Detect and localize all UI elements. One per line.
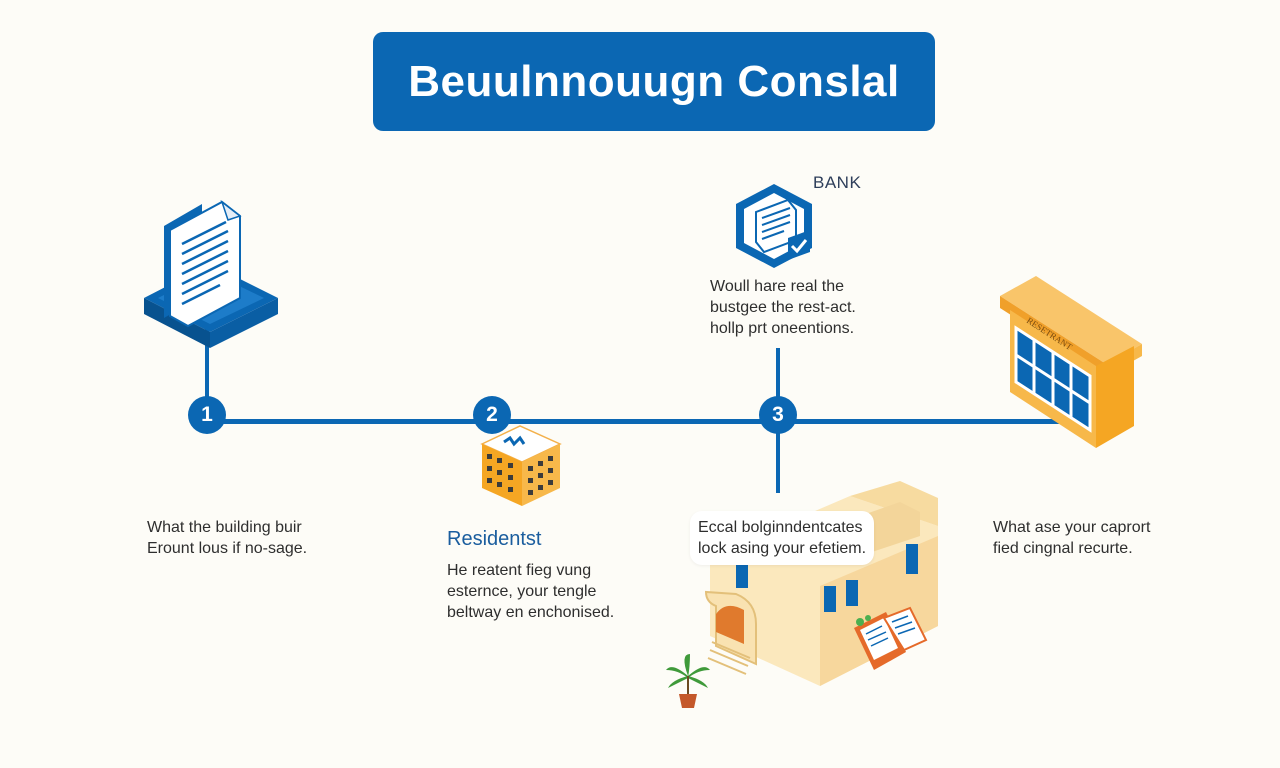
timeline-line	[205, 419, 1060, 424]
step-3-line-1: Eccal bolginndentcates	[698, 519, 863, 536]
step-3-description: Eccal bolginndentcates lock asing your e…	[690, 511, 875, 565]
step-3-marker: 3	[759, 396, 797, 434]
step-1-line-2: Erount lous if no-sage.	[147, 540, 308, 557]
step-3-top-description: Woull hare real the bustgee the rest-act…	[710, 276, 856, 339]
step-4-line-1: What ase your caprort	[993, 519, 1151, 536]
residence-building-icon	[478, 418, 564, 508]
title-banner: Beuulnnouugn Conslal	[373, 32, 935, 131]
step-3-top-line-2: bustgee the rest-act.	[710, 299, 856, 316]
step-2-heading: Residentst	[447, 528, 542, 550]
step-1-description: What the building buir Erount lous if no…	[147, 517, 307, 559]
page-title: Beuulnnouugn Conslal	[408, 56, 900, 106]
step-3-top-line-1: Woull hare real the	[710, 278, 844, 295]
step-1-connector	[205, 325, 209, 420]
step-1-line-1: What the building buir	[147, 519, 302, 536]
step-1-marker: 1	[188, 396, 226, 434]
step-2-line-3: beltway en enchonised.	[447, 604, 615, 621]
restaurant-building-icon: RESETRANT	[996, 270, 1146, 452]
cream-building-icon	[700, 476, 940, 690]
step-3-top-line-3: hollp prt oneentions.	[710, 320, 855, 337]
step-2-line-2: esternce, your tengle	[447, 583, 597, 600]
step-3-line-2: lock asing your efetiem.	[698, 540, 867, 557]
document-platform-icon	[140, 198, 282, 358]
step-2-marker: 2	[473, 396, 511, 434]
step-2-description: He reatent fieg vung esternce, your teng…	[447, 560, 614, 623]
step-4-line-2: fied cingnal recurte.	[993, 540, 1133, 557]
potted-plant-icon	[664, 652, 712, 710]
bank-hexagon-icon	[728, 180, 822, 274]
bank-label: BANK	[813, 173, 862, 192]
step-2-line-1: He reatent fieg vung	[447, 562, 592, 579]
step-4-description: What ase your caprort fied cingnal recur…	[993, 517, 1150, 559]
